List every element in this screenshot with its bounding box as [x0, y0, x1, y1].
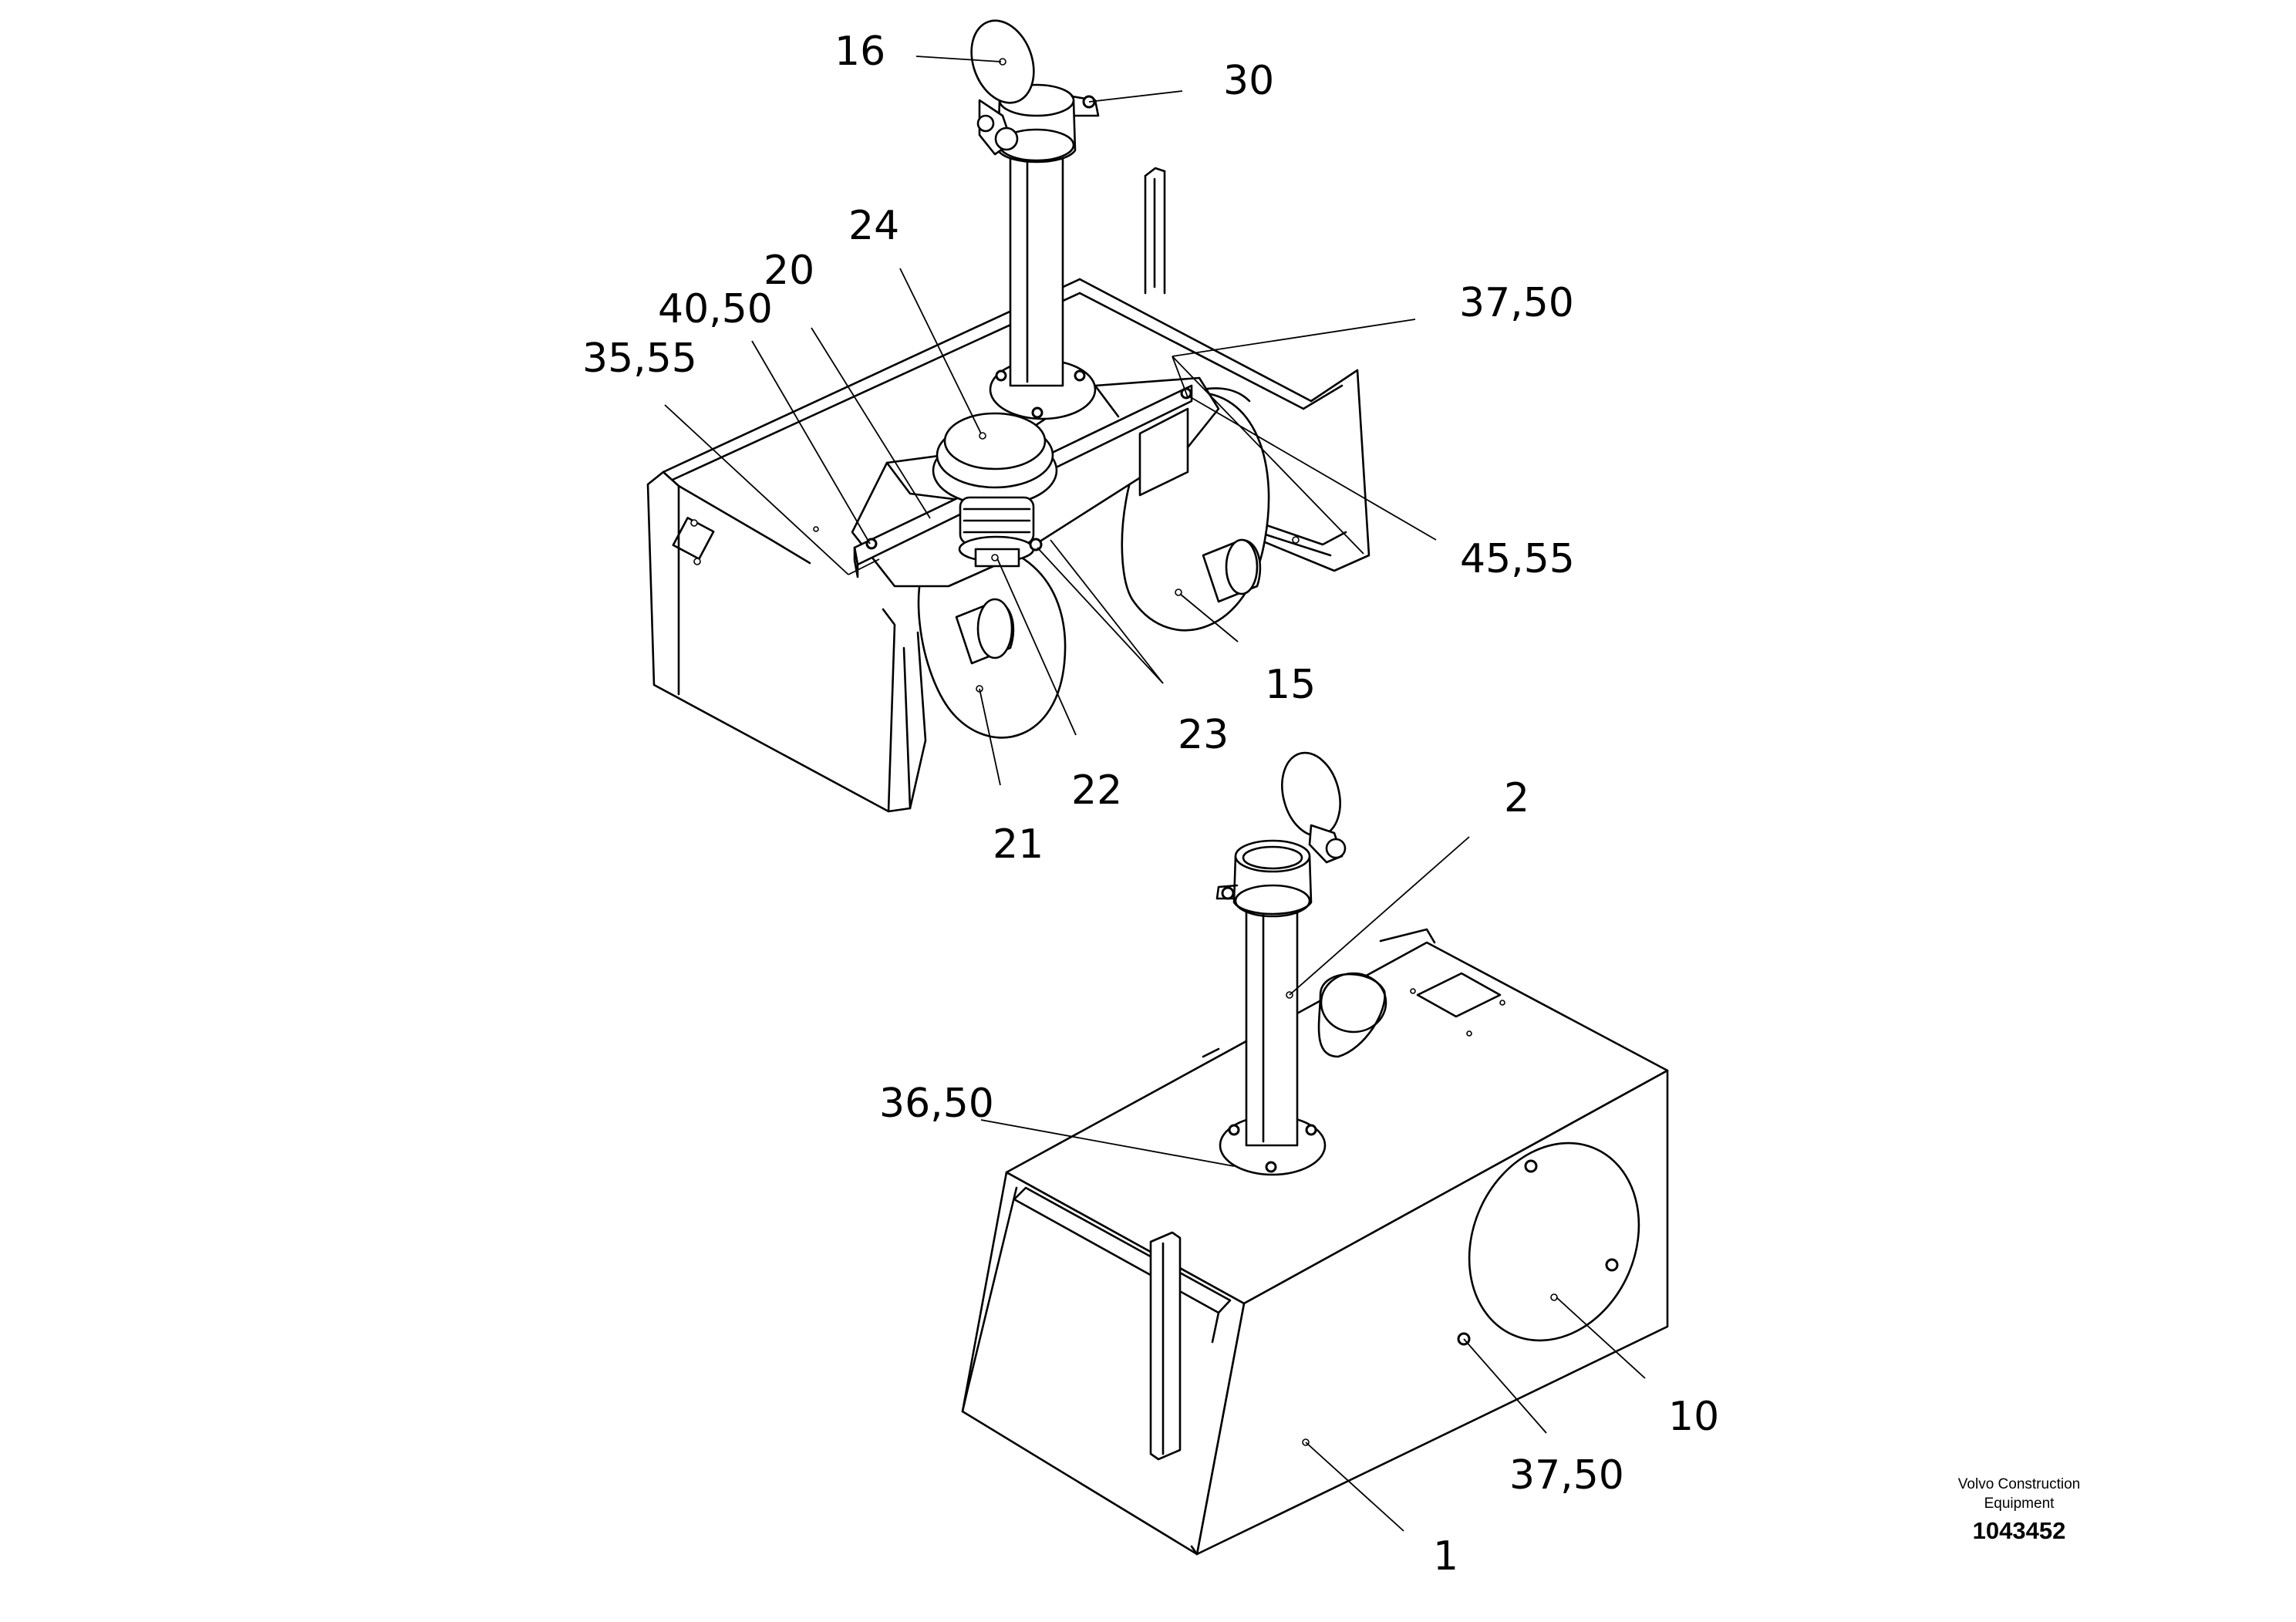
filter-hose: [958, 496, 1043, 568]
callout-2: 2: [1504, 775, 1529, 821]
upper-exploded-assembly: [646, 19, 1437, 813]
brand-line-1: Volvo Construction: [1958, 1476, 2080, 1492]
callout-labels: 16 30 24 20 40,50 35,55 37,50 45,55 15 2…: [582, 29, 1719, 1580]
rain-cap-lower: [1281, 751, 1347, 864]
footer-block: Volvo Construction Equipment 1043452: [1958, 1476, 2080, 1544]
leader-lines-upper: [664, 56, 1437, 786]
callout-16: 16: [834, 29, 885, 75]
air-filter-dome-lower: [1317, 972, 1387, 1058]
leader-lines-lower: [980, 836, 1646, 1532]
tag-plate: [1138, 407, 1189, 497]
callout-20: 20: [764, 248, 814, 294]
lower-assembled-assembly: [961, 751, 1669, 1556]
callout-15: 15: [1265, 662, 1316, 708]
air-filter-dome: [932, 412, 1058, 507]
callout-10: 10: [1668, 1394, 1719, 1440]
callout-35-55: 35,55: [582, 336, 697, 382]
callout-37-50-top: 37,50: [1459, 280, 1574, 326]
rain-cap-upper: [970, 19, 1035, 156]
vertical-pipe-upper: [1009, 153, 1064, 387]
callout-24: 24: [848, 203, 899, 249]
callout-36-50: 36,50: [879, 1081, 994, 1127]
callout-1: 1: [1433, 1533, 1458, 1580]
brand-line-2: Equipment: [1984, 1496, 2055, 1512]
lower-vertical-bracket: [1149, 1231, 1182, 1461]
callout-40-50: 40,50: [658, 286, 773, 332]
callout-21: 21: [993, 821, 1043, 868]
vertical-pipe-lower: [1245, 901, 1299, 1147]
callout-45-55: 45,55: [1460, 536, 1575, 582]
left-fan-housing: [917, 541, 1067, 739]
pipe-clamp-lower: [1215, 839, 1313, 918]
lower-housing: [961, 928, 1669, 1556]
callout-37-50-bottom: 37,50: [1509, 1452, 1624, 1499]
callout-30: 30: [1223, 58, 1274, 104]
callout-22: 22: [1071, 767, 1122, 814]
upper-housing: [646, 167, 1371, 813]
document-number: 1043452: [1973, 1517, 2066, 1544]
callout-23: 23: [1178, 712, 1229, 758]
